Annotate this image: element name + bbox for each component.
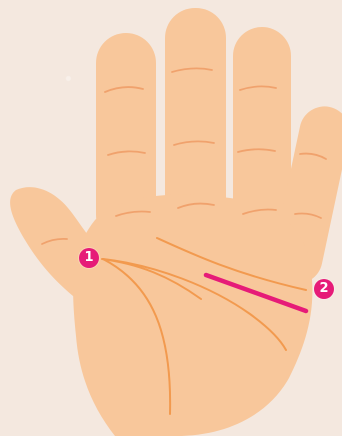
palm — [73, 195, 312, 436]
marker-2-badge: 2 — [314, 279, 334, 299]
marker-1-badge: 1 — [79, 248, 99, 268]
